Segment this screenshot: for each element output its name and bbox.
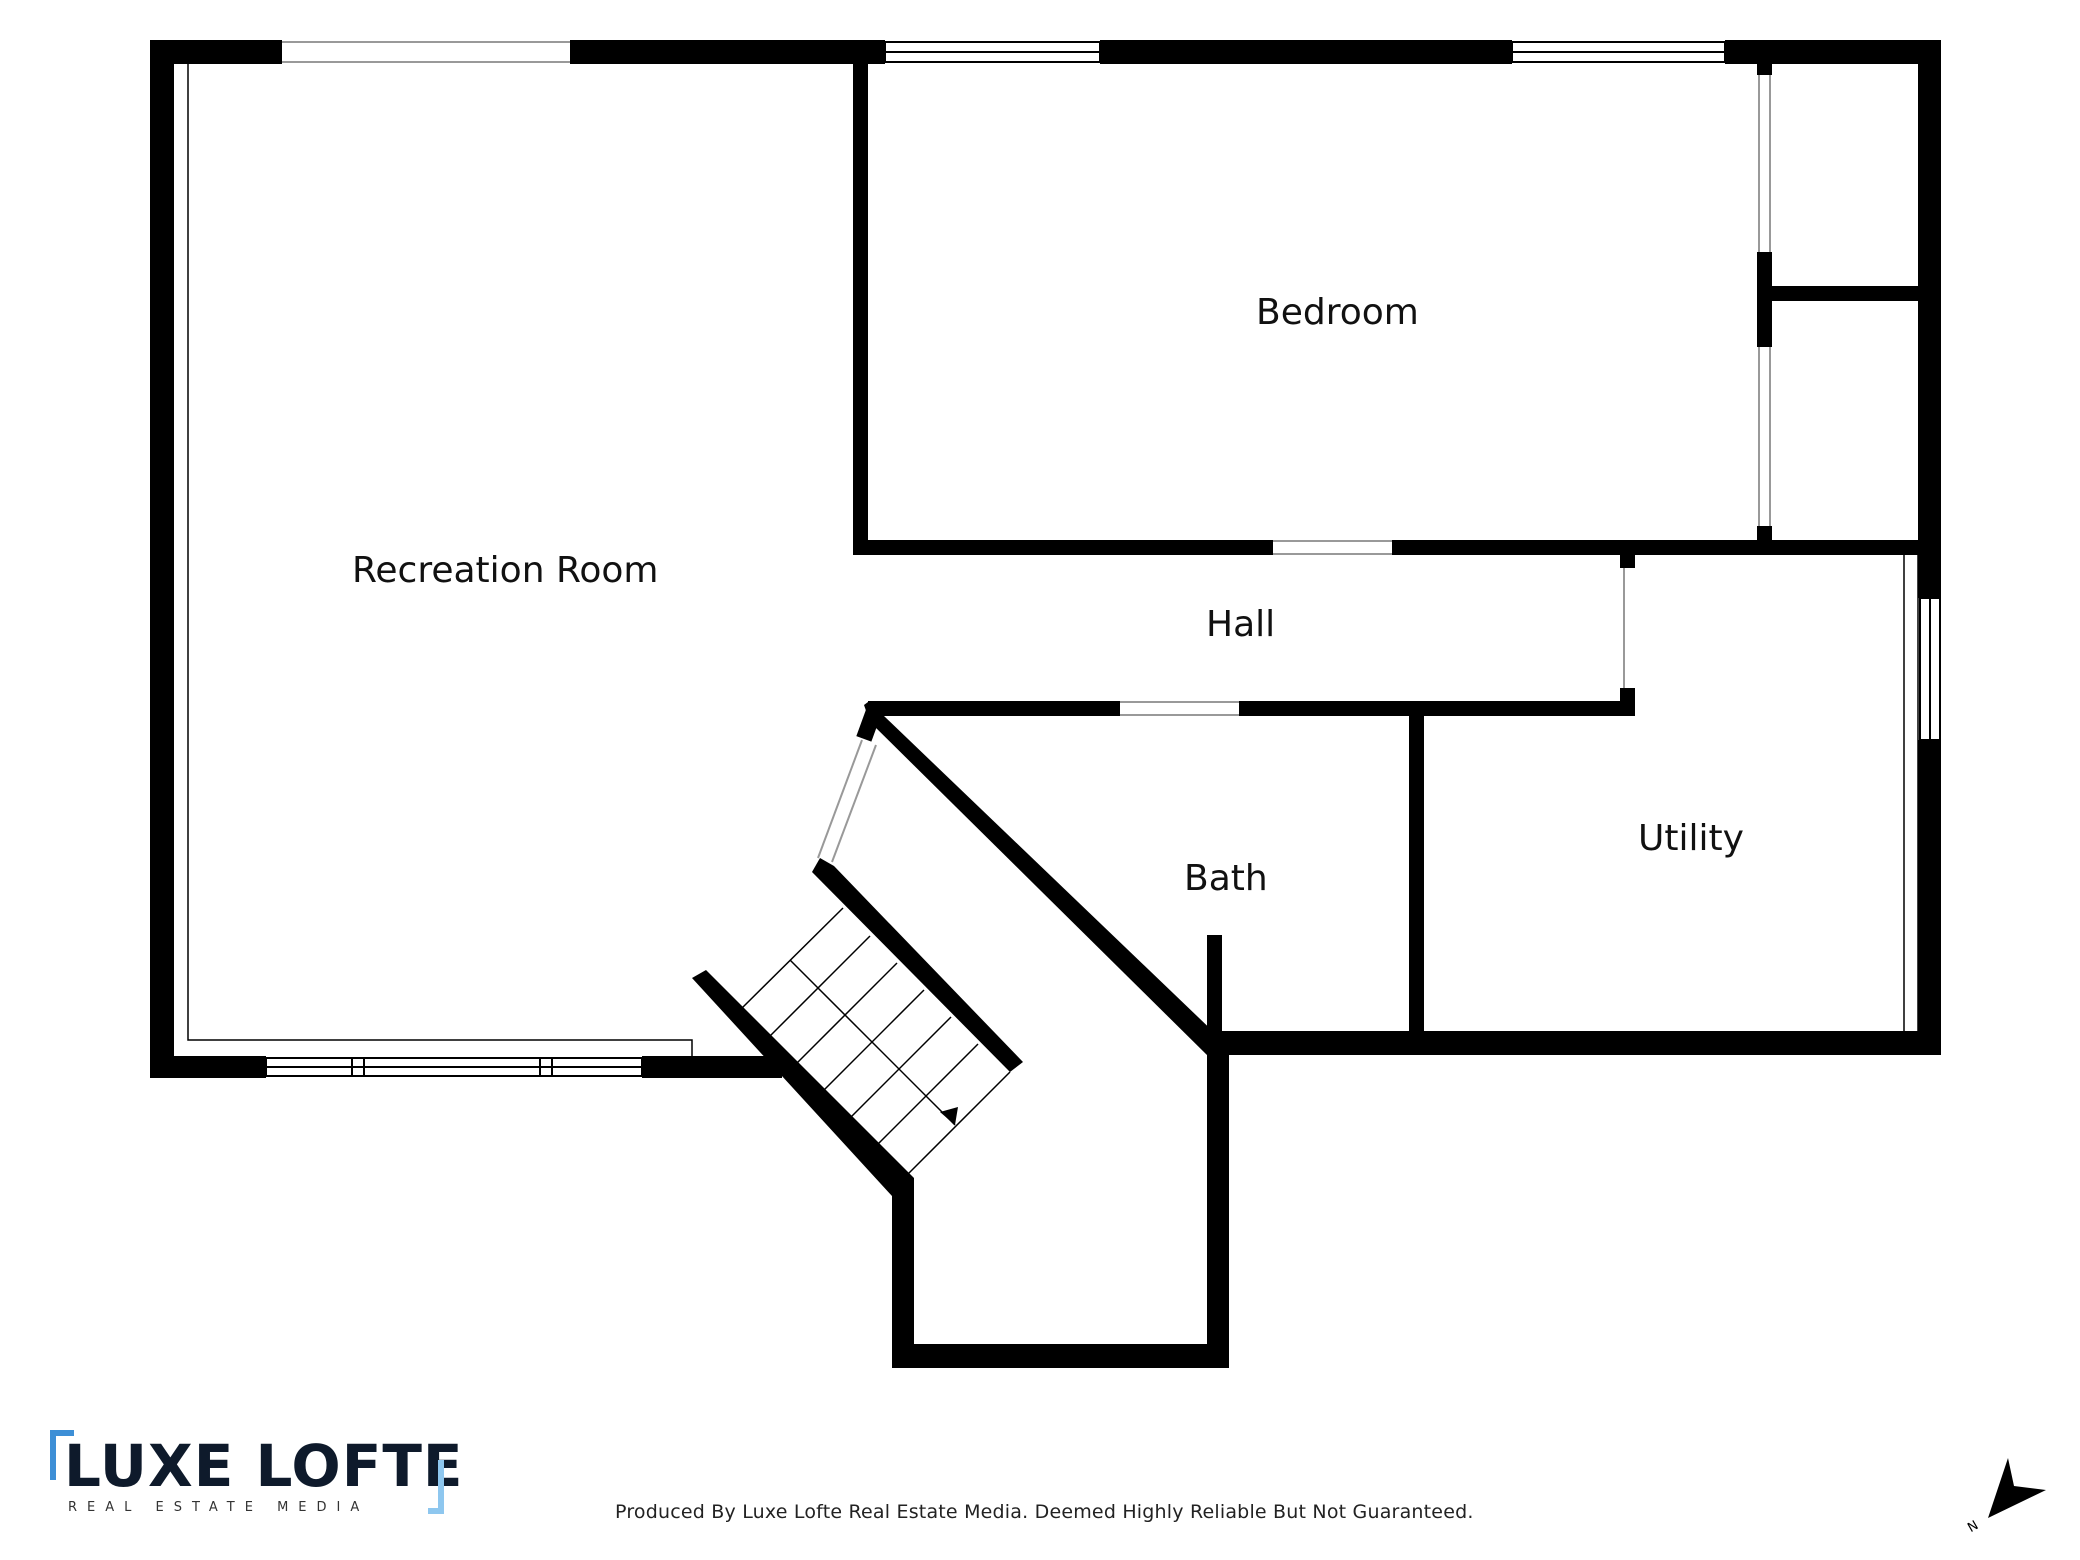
- wall-left: [150, 40, 174, 1078]
- room-label-recreation: Recreation Room: [352, 550, 658, 591]
- wall-bath-utility: [1409, 716, 1424, 1052]
- wall-diagonal-stair-upper: [812, 858, 1023, 1072]
- wall-hall-right-top: [1620, 548, 1635, 568]
- room-label-bedroom: Bedroom: [1256, 292, 1419, 333]
- wall-right: [1918, 40, 1941, 598]
- logo-bracket-top-left: [50, 1430, 74, 1480]
- wall-bedroom-bottom-a: [853, 540, 1273, 555]
- logo-tagline: REAL ESTATE MEDIA: [68, 1500, 370, 1515]
- wall-closet-horizontal: [1757, 286, 1927, 301]
- company-logo: LUXE LOFTE REAL ESTATE MEDIA: [44, 1428, 463, 1520]
- stair-arrow-icon: [940, 1107, 958, 1125]
- room-label-hall: Hall: [1206, 604, 1275, 645]
- wall-top-mid2: [1100, 40, 1512, 64]
- wall-diagonal-stair-lower: [692, 970, 914, 1196]
- wall-bottom-right: [1210, 1031, 1941, 1055]
- wall-bottom-left-b: [642, 1056, 782, 1078]
- north-arrow-icon: N: [1965, 1458, 2046, 1536]
- wall-corridor-right: [1207, 1040, 1229, 1368]
- walls: [150, 40, 1941, 1368]
- inner-lines: [187, 64, 1919, 1056]
- wall-right-lower: [1918, 740, 1941, 1054]
- wall-bedroom-left: [853, 40, 868, 554]
- wall-corridor-left: [892, 1180, 914, 1368]
- wall-hall-bottom-b: [1239, 701, 1635, 716]
- wall-closet-vertical-c: [1757, 526, 1772, 546]
- wall-diagonal-bath: [864, 702, 1222, 1058]
- room-label-bath: Bath: [1184, 858, 1268, 899]
- room-label-utility: Utility: [1638, 818, 1744, 859]
- wall-stair-top-stub: [856, 702, 884, 742]
- openings: [282, 41, 1771, 863]
- wall-closet-vertical-a: [1757, 55, 1772, 75]
- stairs: [739, 907, 1011, 1177]
- wall-bedroom-bottom-b: [1392, 540, 1941, 555]
- windows: [265, 41, 1941, 1077]
- wall-bottom-left-a: [150, 1056, 266, 1078]
- wall-bath-stub: [1207, 935, 1222, 1035]
- disclaimer-text: Produced By Luxe Lofte Real Estate Media…: [615, 1501, 1474, 1523]
- wall-hall-bottom-a: [868, 701, 1120, 716]
- logo-bracket-bottom-right: [428, 1460, 444, 1514]
- logo-name: LUXE LOFTE: [64, 1432, 464, 1500]
- compass-label: N: [1965, 1518, 1981, 1536]
- wall-top-mid: [570, 40, 885, 64]
- wall-corridor-bottom: [892, 1344, 1229, 1368]
